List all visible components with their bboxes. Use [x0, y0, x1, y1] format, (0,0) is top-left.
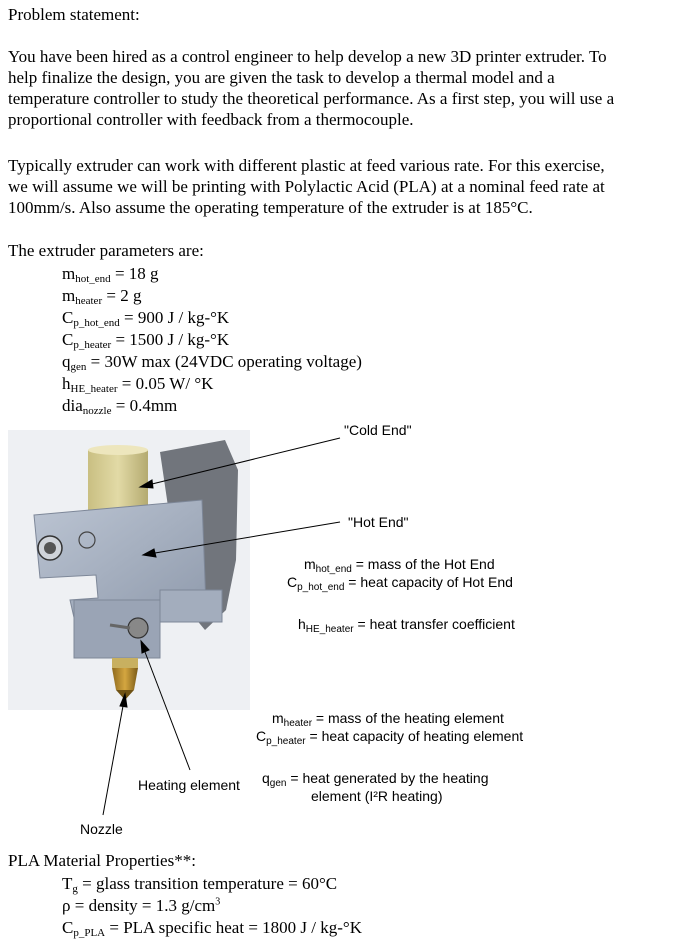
q-description: qgen = heat generated by the heating — [262, 770, 489, 789]
intro-line: proportional controller with feedback fr… — [8, 110, 414, 129]
c-heater-description: Cp_heater = heat capacity of heating ele… — [256, 728, 524, 747]
heating-element-label: Heating element — [138, 777, 240, 793]
thermocouple-wire — [109, 623, 131, 630]
pla-title: PLA Material Properties**: — [8, 851, 196, 870]
cold-end-part — [88, 450, 148, 510]
c-hot-end-description: Cp_hot_end = heat capacity of Hot End — [287, 574, 513, 593]
cold-end-label: "Cold End" — [344, 422, 412, 438]
hot-end-lower-block — [159, 589, 223, 623]
param-m-heater: mheater = 2 g — [62, 286, 142, 307]
h-description: hHE_heater = heat transfer coefficient — [298, 616, 515, 635]
nozzle-label: Nozzle — [80, 821, 123, 837]
pla-tg: Tg = glass transition temperature = 60°C — [62, 874, 338, 895]
assumption-line: we will assume we will be printing with … — [8, 177, 605, 196]
param-h-he-heater: hHE_heater = 0.05 W/ °K — [62, 374, 214, 395]
param-dia-nozzle: dianozzle = 0.4mm — [62, 396, 178, 417]
assumption-line: Typically extruder can work with differe… — [8, 156, 605, 175]
param-cp-heater: Cp_heater = 1500 J / kg-°K — [62, 330, 230, 351]
pla-cp: Cp_PLA = PLA specific heat = 1800 J / kg… — [62, 918, 362, 939]
heating-element-part — [127, 617, 149, 639]
q-description-cont: element (I²R heating) — [311, 788, 443, 804]
hot-end-label: "Hot End" — [348, 514, 409, 530]
nozzle-part — [112, 668, 138, 690]
m-hot-end-description: mhot_end = mass of the Hot End — [304, 556, 495, 575]
param-m-hot-end: mhot_end = 18 g — [62, 264, 159, 285]
mount-hole — [78, 531, 96, 549]
leader-lines — [102, 437, 341, 816]
params-list: mhot_end = 18 g mheater = 2 g Cp_hot_end… — [62, 263, 362, 417]
assumption-line: 100mm/s. Also assume the operating tempe… — [8, 198, 533, 217]
pla-list: Tg = glass transition temperature = 60°C… — [62, 873, 362, 939]
intro-line: help finalize the design, you are given … — [8, 68, 555, 87]
param-cp-hot-end: Cp_hot_end = 900 J / kg-°K — [62, 308, 230, 329]
assumption-paragraph: Typically extruder can work with differe… — [8, 155, 684, 218]
intro-paragraph: You have been hired as a control enginee… — [8, 46, 684, 130]
cold-end-top — [88, 445, 148, 455]
nozzle-thread — [112, 658, 138, 668]
heading: Problem statement: — [8, 5, 140, 24]
params-title: The extruder parameters are: — [8, 241, 204, 260]
m-heater-description: mheater = mass of the heating element — [272, 710, 504, 729]
intro-line: temperature controller to study the theo… — [8, 89, 615, 108]
screw-head-icon — [44, 542, 56, 554]
intro-line: You have been hired as a control enginee… — [8, 47, 607, 66]
pla-density: ρ = density = 1.3 g/cm3 — [62, 896, 221, 915]
param-q-gen: qgen = 30W max (24VDC operating voltage) — [62, 352, 362, 373]
